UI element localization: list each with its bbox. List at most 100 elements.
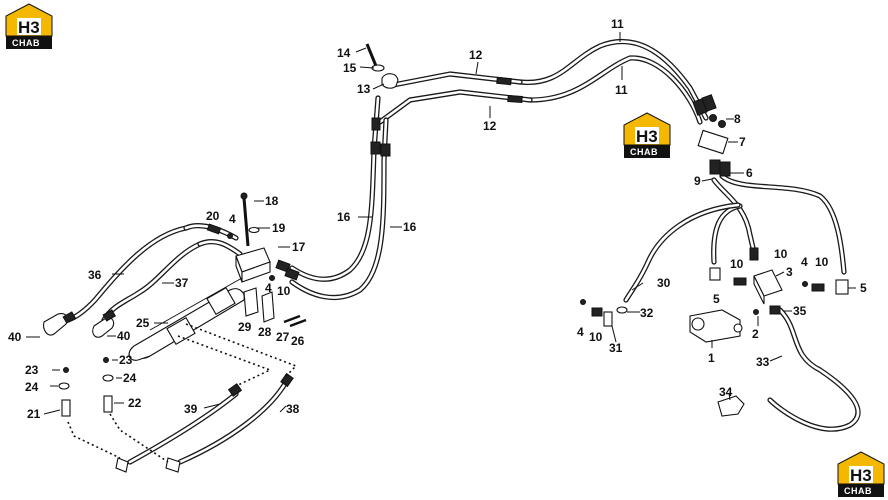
callout-10b: 10 xyxy=(589,330,603,344)
fitting-20 xyxy=(206,223,222,235)
callout-12a: 12 xyxy=(469,48,483,62)
callout-34: 34 xyxy=(719,385,733,399)
fitting-hose-37-end xyxy=(102,309,117,322)
ring-24-left xyxy=(58,382,70,390)
callout-38: 38 xyxy=(286,402,300,416)
fitting-7-lower xyxy=(709,159,721,175)
elbow-39-low xyxy=(115,457,129,473)
clamp-fitting-left xyxy=(370,141,381,155)
callout-10c: 10 xyxy=(730,257,744,271)
dotted-connectors xyxy=(67,323,298,463)
callout-1: 1 xyxy=(708,351,715,365)
callout-5b: 5 xyxy=(860,281,867,295)
callout-23a: 23 xyxy=(25,363,39,377)
fitting-8a xyxy=(709,114,717,122)
elbow-38-low xyxy=(165,457,181,473)
fitting-12-lower xyxy=(507,94,523,104)
fitting-5-left xyxy=(709,267,721,281)
fitting-10-r3 xyxy=(749,247,759,261)
callout-20: 20 xyxy=(206,209,220,223)
bolt-27 xyxy=(283,314,301,324)
callout-40a: 40 xyxy=(8,330,22,344)
bolt-18 xyxy=(242,197,250,247)
fitting-39-end xyxy=(227,383,243,397)
svg-text:CHAB: CHAB xyxy=(844,486,872,496)
fitting-12-upper xyxy=(496,76,512,86)
tee-fitting-7 xyxy=(697,129,729,155)
adapter-22 xyxy=(103,395,113,413)
svg-text:H3: H3 xyxy=(18,18,40,37)
fitting-10-r2 xyxy=(733,277,747,286)
oring-23-right xyxy=(103,357,109,363)
clamp-fitting-right xyxy=(380,143,391,157)
callout-15: 15 xyxy=(343,61,357,75)
callout-28: 28 xyxy=(258,325,272,339)
callout-13: 13 xyxy=(357,82,371,96)
callout-6: 6 xyxy=(746,166,753,180)
callout-27: 27 xyxy=(276,330,290,344)
bolt-14 xyxy=(365,43,378,67)
callout-25: 25 xyxy=(136,316,150,330)
callout-29: 29 xyxy=(238,320,252,334)
callout-31: 31 xyxy=(609,341,623,355)
clamp-fitting-left-b xyxy=(371,117,381,131)
callout-10e: 10 xyxy=(815,255,829,269)
callout-leaders xyxy=(26,32,856,415)
fitting-31 xyxy=(603,311,613,327)
oring-4-right xyxy=(802,281,808,287)
fitting-5-right xyxy=(835,279,849,295)
callout-19: 19 xyxy=(272,221,286,235)
callout-18: 18 xyxy=(265,194,279,208)
callout-26: 26 xyxy=(291,334,305,348)
svg-text:H3: H3 xyxy=(850,466,872,485)
callout-9: 9 xyxy=(694,174,701,188)
svg-text:CHAB: CHAB xyxy=(630,147,658,157)
callout-4a: 4 xyxy=(229,212,236,226)
oring-23-left xyxy=(63,367,69,373)
elbow-40-left xyxy=(43,313,69,336)
svg-text:CHAB: CHAB xyxy=(12,38,40,48)
callout-12b: 12 xyxy=(483,119,497,133)
callout-35: 35 xyxy=(793,304,807,318)
callout-10a: 10 xyxy=(277,284,291,298)
callout-7: 7 xyxy=(739,135,746,149)
callout-37: 37 xyxy=(175,276,189,290)
ring-24-right xyxy=(102,374,114,382)
valve-1 xyxy=(689,309,741,343)
elbow-40-right xyxy=(92,317,115,338)
callout-30: 30 xyxy=(657,276,671,290)
callout-labels: 1 2 3 4 4 4 4 5 5 6 7 8 9 10 10 10 10 10… xyxy=(8,17,867,421)
fitting-7-lower-b xyxy=(719,161,731,177)
callout-4c: 4 xyxy=(577,325,584,339)
callout-24a: 24 xyxy=(25,380,39,394)
fitting-34 xyxy=(717,395,745,417)
callout-5a: 5 xyxy=(713,292,720,306)
oring-4-left xyxy=(227,233,233,239)
svg-text:H3: H3 xyxy=(636,127,658,146)
fitting-hose-36-end xyxy=(62,311,77,324)
fitting-10-low xyxy=(591,307,603,317)
clamp-13 xyxy=(381,73,399,89)
oring-4-mid xyxy=(269,275,275,281)
brand-logo-top-left: H3 CHAB xyxy=(5,3,53,49)
fitting-11-top-b xyxy=(701,94,717,112)
callout-11b: 11 xyxy=(615,83,628,97)
callout-36: 36 xyxy=(88,268,102,282)
callout-32: 32 xyxy=(640,306,654,320)
washer-19 xyxy=(248,226,260,234)
callout-16a: 16 xyxy=(337,210,351,224)
fittings xyxy=(43,43,849,473)
callout-39: 39 xyxy=(184,402,198,416)
callout-33: 33 xyxy=(756,355,770,369)
callout-11a: 11 xyxy=(611,17,624,31)
hose-9-branch xyxy=(711,203,743,265)
bracket-29 xyxy=(243,287,259,317)
callout-8: 8 xyxy=(734,112,741,126)
callout-4b: 4 xyxy=(265,281,272,295)
callout-3: 3 xyxy=(786,265,793,279)
fitting-35 xyxy=(769,305,781,315)
callout-14: 14 xyxy=(337,46,351,60)
callout-24b: 24 xyxy=(123,371,137,385)
brand-logo-middle: H3 CHAB xyxy=(623,112,671,158)
